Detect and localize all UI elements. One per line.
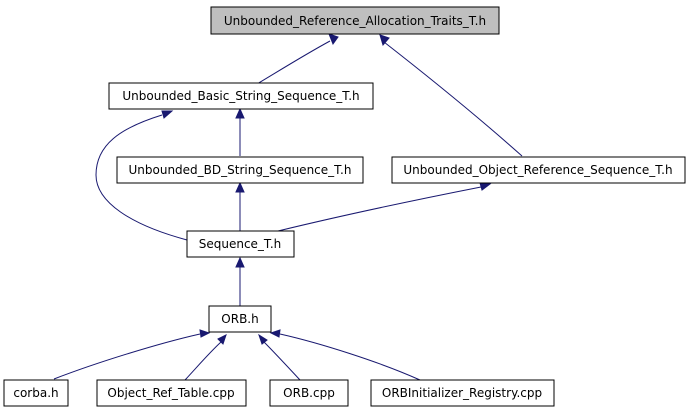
node-box — [96, 379, 247, 407]
edge-sequence-to-basic-string-arrowhead — [161, 110, 174, 119]
edge-sequence-to-object-reference-arrowhead — [479, 182, 492, 191]
edge-sequence-to-bd-string-arrowhead — [235, 181, 245, 193]
edges — [53, 33, 523, 381]
node-box — [186, 230, 295, 258]
node-corba-h[interactable]: corba.h — [3, 379, 69, 407]
edge-object-reference-to-allocation-traits-arrowhead — [379, 34, 390, 47]
node-label: ORB.h — [221, 312, 258, 326]
edge-orbinitializer-registry-to-orb-h — [279, 333, 421, 381]
edge-basic-string-to-allocation-traits — [256, 40, 331, 85]
node-box — [108, 82, 374, 110]
node-orbinitializer-registry-cpp[interactable]: ORBInitializer_Registry.cpp — [370, 379, 555, 407]
node-sequence-t[interactable]: Sequence_T.h — [186, 230, 295, 258]
node-box — [116, 156, 364, 184]
node-box — [3, 379, 69, 407]
edge-sequence-to-basic-string — [95, 114, 188, 241]
edge-orb-cpp-to-orb-h — [263, 341, 301, 381]
edge-object-ref-table-to-orb-h — [184, 341, 222, 381]
edge-orb-h-to-sequence-arrowhead — [235, 256, 245, 268]
node-unbounded-reference-allocation-traits[interactable]: Unbounded_Reference_Allocation_Traits_T.… — [210, 6, 500, 35]
node-unbounded-object-reference-sequence[interactable]: Unbounded_Object_Reference_Sequence_T.h — [391, 156, 686, 184]
node-orb-h[interactable]: ORB.h — [208, 305, 272, 333]
node-box — [269, 379, 349, 407]
node-label: Unbounded_Reference_Allocation_Traits_T.… — [224, 14, 486, 28]
node-box-root — [210, 6, 500, 35]
nodes: Unbounded_Reference_Allocation_Traits_T.… — [3, 6, 686, 407]
edge-corba-to-orb-h — [53, 333, 201, 380]
edge-basic-string-to-allocation-traits-arrowhead — [328, 33, 339, 46]
node-box — [208, 305, 272, 333]
node-label: ORBInitializer_Registry.cpp — [382, 386, 542, 400]
node-object-ref-table-cpp[interactable]: Object_Ref_Table.cpp — [96, 379, 247, 407]
node-box — [391, 156, 686, 184]
edge-corba-to-orb-h-arrowhead — [199, 329, 211, 338]
node-box — [370, 379, 555, 407]
node-label: Unbounded_BD_String_Sequence_T.h — [129, 163, 352, 177]
edge-object-reference-to-allocation-traits — [383, 41, 523, 157]
node-unbounded-basic-string-sequence[interactable]: Unbounded_Basic_String_Sequence_T.h — [108, 82, 374, 110]
node-label: ORB.cpp — [283, 386, 335, 400]
node-unbounded-bd-string-sequence[interactable]: Unbounded_BD_String_Sequence_T.h — [116, 156, 364, 184]
node-label: Object_Ref_Table.cpp — [107, 386, 234, 400]
node-label: Unbounded_Basic_String_Sequence_T.h — [122, 89, 359, 103]
node-label: Sequence_T.h — [199, 237, 282, 251]
edge-orb-cpp-to-orb-h-arrowhead — [258, 333, 268, 345]
edge-orbinitializer-registry-to-orb-h-arrowhead — [269, 329, 281, 338]
edge-bd-string-to-basic-string-arrowhead — [235, 107, 245, 119]
edge-sequence-to-object-reference — [277, 186, 482, 232]
node-label: Unbounded_Object_Reference_Sequence_T.h — [403, 163, 672, 177]
edge-object-ref-table-to-orb-h-arrowhead — [217, 334, 227, 345]
node-orb-cpp[interactable]: ORB.cpp — [269, 379, 349, 407]
node-label: corba.h — [13, 386, 58, 400]
